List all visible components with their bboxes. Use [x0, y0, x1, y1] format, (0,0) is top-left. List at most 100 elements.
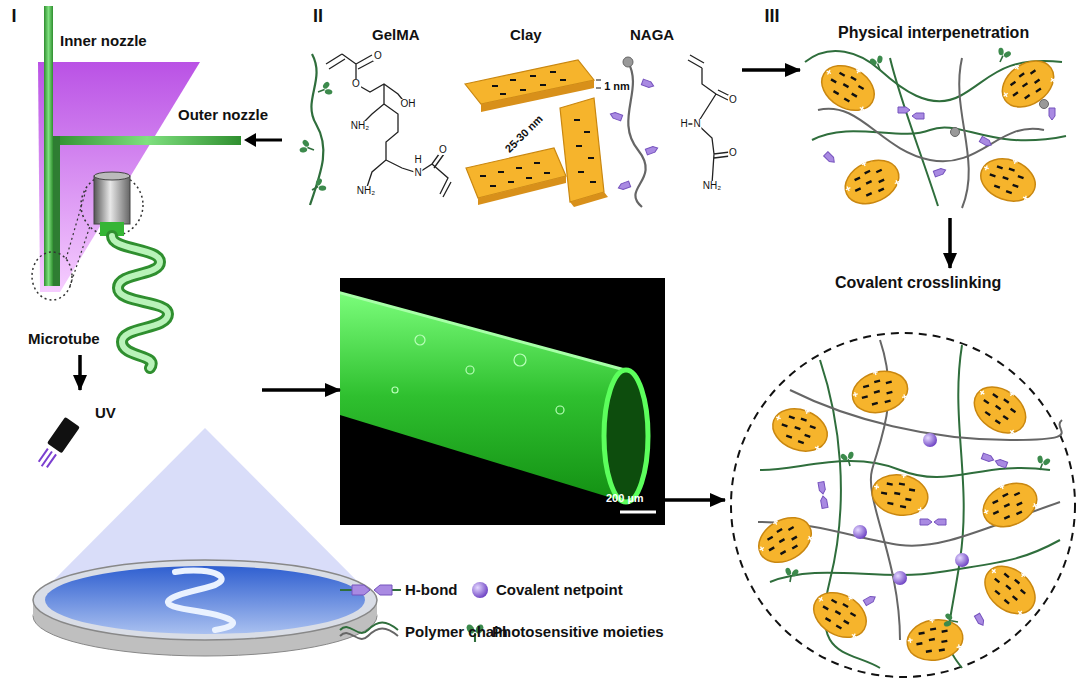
- atom-label: H: [679, 119, 688, 129]
- node-heading: Covalent crosslinking: [835, 274, 1001, 292]
- fluorescence-image: [340, 290, 625, 370]
- physical-network: [933, 167, 946, 177]
- components-panel: GelMAClayNAGA: [300, 22, 742, 212]
- covalent-network: [853, 525, 867, 539]
- fluorescence-image: [392, 387, 398, 393]
- covalent-network: [782, 566, 800, 583]
- covalent-network: [767, 399, 834, 458]
- physical-network: [992, 50, 1062, 117]
- fluorescence-image: [604, 370, 648, 502]
- naga-structure: [645, 145, 658, 155]
- zoom-callout: [94, 172, 130, 180]
- covalent-network: [923, 433, 937, 447]
- panel-number: I: [11, 7, 16, 25]
- nozzle-assembly: [252, 139, 282, 142]
- uv-curing: [34, 417, 80, 472]
- atom-label: NH₂: [350, 121, 370, 131]
- nozzle-assembly: [44, 6, 53, 286]
- covalent-network: [976, 555, 1046, 624]
- atom-label: OH: [400, 99, 417, 109]
- atom-label: N: [413, 168, 422, 178]
- dimension-label: 25-30 nm: [503, 113, 546, 156]
- naga-structure: [641, 79, 654, 89]
- uv-curing-panel: UV: [20, 390, 385, 690]
- physical-network: [868, 54, 887, 73]
- gelma-structure: [315, 80, 334, 99]
- physical-network: [1040, 100, 1049, 109]
- atom-label: O: [728, 148, 738, 158]
- fluorescence-image: [466, 366, 474, 374]
- covalent-network: [934, 519, 946, 525]
- covalent-network: [974, 613, 985, 626]
- clay-platelets: [465, 60, 608, 207]
- clay-platelets: [596, 80, 601, 88]
- fluorescence-image: [330, 278, 665, 525]
- clay-platelets: [480, 163, 550, 186]
- covalent-network: [731, 333, 1075, 677]
- physical-network: [959, 58, 969, 208]
- physical-network: [979, 136, 992, 147]
- physical-network: [818, 109, 1044, 162]
- uv-curing: [45, 566, 365, 634]
- covalent-network: [966, 376, 1036, 443]
- printed-microtube: [112, 236, 168, 368]
- legend-text: Covalent netpoint: [496, 581, 623, 598]
- covalent-network: [839, 450, 858, 468]
- legend-samples: [352, 585, 370, 595]
- flow-arrow: [262, 388, 340, 392]
- uv-curing: [38, 449, 57, 469]
- physical-network: [837, 150, 906, 212]
- clay-platelets: [560, 98, 604, 202]
- covalent-network: [847, 363, 912, 419]
- flow-arrow: [665, 498, 725, 502]
- printed-microtube: [112, 236, 168, 368]
- flow-arrow: [948, 218, 952, 268]
- atom-label: O: [728, 95, 738, 105]
- node-text: NAGA: [630, 26, 674, 43]
- naga-structure: [617, 181, 630, 191]
- atom-label: NH₂: [702, 181, 722, 191]
- gelma-structure: [326, 54, 451, 197]
- covalent-network: [904, 613, 967, 665]
- clay-platelets: [478, 176, 566, 205]
- node-heading: Physical interpenetration: [838, 24, 1029, 42]
- node-text: Microtube: [28, 330, 100, 347]
- physical-network: [1049, 108, 1055, 120]
- naga-structure: [609, 111, 622, 121]
- naga-structure: [609, 55, 730, 207]
- nozzle-assembly: [53, 136, 241, 145]
- physical-network: [898, 107, 910, 113]
- clay-platelets: [492, 72, 566, 94]
- legend-samples: [340, 629, 398, 639]
- gelma-structure: [308, 176, 328, 197]
- clay-platelets: [570, 192, 608, 207]
- atom-label: O: [351, 79, 361, 89]
- physical-network: [975, 149, 1042, 208]
- dimension-label: 1 nm: [604, 81, 630, 92]
- covalent-network: [750, 507, 820, 572]
- legend-text: Photosensitive moieties: [492, 623, 664, 640]
- panel-number: II: [313, 7, 323, 25]
- fluorescence-image: [556, 406, 564, 414]
- fluorescence-image: [340, 290, 625, 502]
- zoom-callout: [32, 252, 72, 300]
- panel-number: III: [764, 7, 779, 25]
- atom-label: O: [438, 145, 448, 155]
- covalent-network: [863, 594, 876, 605]
- node-heading: 200 µm: [606, 492, 644, 505]
- covalent-network: [981, 453, 994, 463]
- node-text: Inner nozzle: [60, 32, 147, 49]
- covalent-network: [955, 553, 969, 567]
- covalent-network: [893, 571, 907, 585]
- physical-network: [993, 46, 1013, 66]
- atom-label: O: [373, 51, 383, 61]
- clay-platelets: [574, 120, 596, 182]
- fluorescence-image: [415, 335, 425, 345]
- nozzle-assembly: [53, 136, 60, 286]
- zoom-callout: [81, 174, 143, 236]
- fluorescence-image: 200 µm: [340, 278, 665, 525]
- gelma-structure: [298, 54, 451, 205]
- flow-arrow: [742, 68, 800, 72]
- node-text: GelMA: [372, 26, 420, 43]
